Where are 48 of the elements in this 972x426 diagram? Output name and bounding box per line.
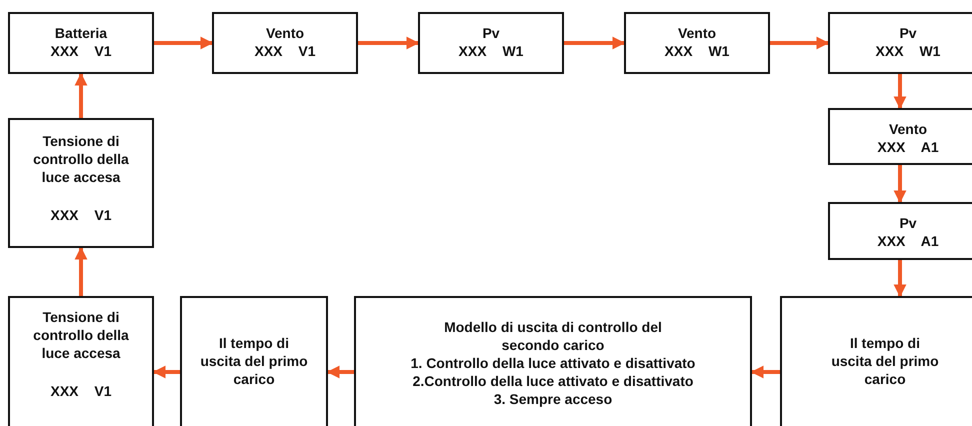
arrow [894, 260, 906, 298]
value-text: XXX V1 [50, 42, 112, 60]
arrow [74, 72, 88, 118]
box-title: Vento [678, 24, 716, 42]
list-item: 1. Controllo della luce attivato e disattivato [410, 354, 696, 372]
box-title: Pv [899, 214, 917, 232]
arrow [564, 36, 626, 50]
arrow [358, 36, 420, 50]
box-title: Pv [899, 24, 917, 42]
box-title: Pv [482, 24, 500, 42]
list-item: 3. Sempre acceso [494, 390, 612, 408]
box-title: Modello di uscita di controllo del secondo carico [443, 318, 663, 354]
process-box [780, 296, 972, 426]
arrow [152, 366, 180, 378]
arrow [750, 366, 780, 378]
value-text: XXX W1 [876, 42, 940, 60]
box-title: Tensione di controllo della luce accesa [32, 132, 130, 186]
box-title: Vento [888, 120, 928, 138]
value-text: XXX A1 [877, 138, 939, 156]
process-box [418, 12, 564, 74]
box-title: Batteria [54, 24, 108, 42]
process-box [828, 12, 972, 74]
process-box [354, 296, 752, 426]
arrow [894, 165, 906, 204]
process-box [828, 108, 972, 165]
process-box [624, 12, 770, 74]
list-item: 2.Controllo della luce attivato e disattivato [412, 372, 694, 390]
arrow [894, 74, 906, 110]
process-box [212, 12, 358, 74]
value-text: XXX V1 [50, 206, 112, 224]
arrow [770, 36, 830, 50]
value-text: XXX W1 [458, 42, 524, 60]
box-title: Vento [266, 24, 304, 42]
arrow [326, 366, 354, 378]
value-text: XXX V1 [50, 382, 112, 400]
value-text: XXX W1 [664, 42, 730, 60]
value-text: XXX A1 [877, 232, 939, 250]
process-box [828, 202, 972, 260]
box-title: Tensione di controllo della luce accesa [32, 308, 130, 362]
process-box [8, 296, 154, 426]
arrow [74, 246, 88, 296]
box-title: Il tempo di uscita del primo carico [830, 334, 940, 388]
value-text: XXX V1 [254, 42, 316, 60]
process-box [8, 12, 154, 74]
arrow [154, 36, 214, 50]
process-box [8, 118, 154, 248]
process-box [180, 296, 328, 426]
box-title: Il tempo di uscita del primo carico [199, 334, 309, 388]
